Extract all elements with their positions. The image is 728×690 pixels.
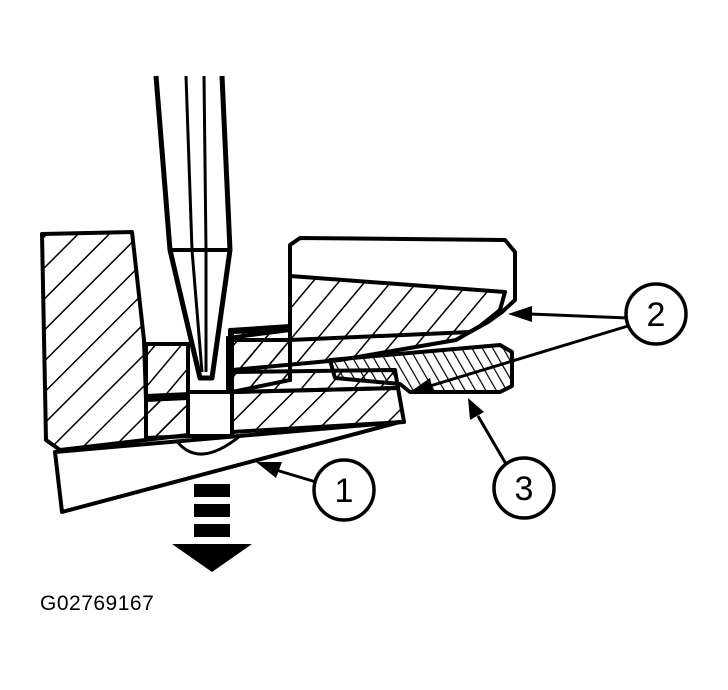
callout-3: 3 bbox=[468, 398, 556, 520]
pin-hole-curve bbox=[174, 434, 241, 456]
callout-2-label: 2 bbox=[647, 296, 666, 334]
pin-hole bbox=[186, 390, 234, 438]
bushing-right bbox=[226, 327, 292, 394]
downward-arrow-icon bbox=[172, 484, 252, 572]
callout-3-label: 3 bbox=[515, 470, 534, 508]
shim-strip bbox=[328, 343, 514, 394]
punch-tool-icon bbox=[153, 75, 233, 381]
figure-id: G02769167 bbox=[40, 592, 155, 615]
callout-1-label: 1 bbox=[335, 472, 354, 510]
callout-1: 1 bbox=[256, 458, 376, 522]
callout-2: 2 bbox=[410, 282, 688, 394]
bushing-left bbox=[144, 342, 190, 401]
